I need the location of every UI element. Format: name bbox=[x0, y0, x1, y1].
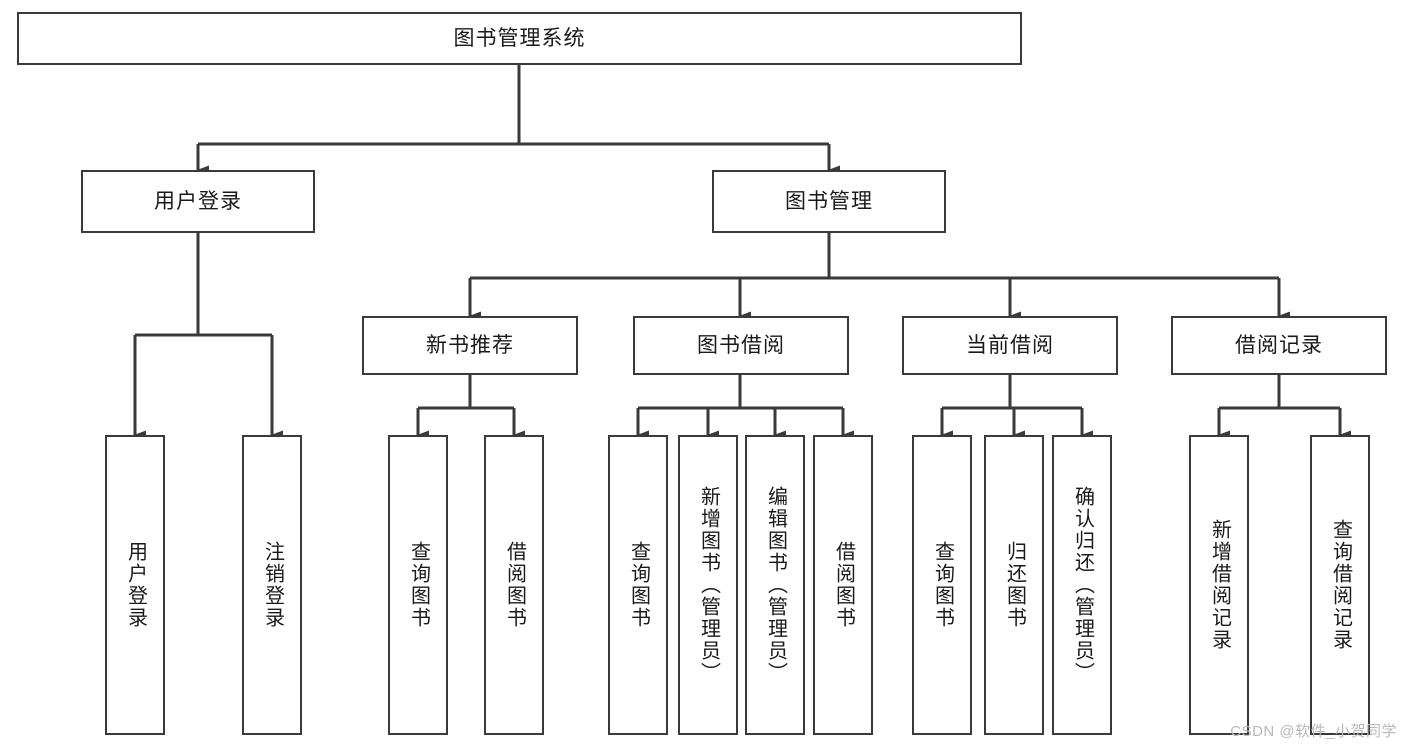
node-label: 新书推荐 bbox=[426, 333, 514, 357]
node-label: 查询借阅记录 bbox=[1329, 519, 1352, 651]
leaf-query-book-current[interactable]: 查询图书 bbox=[912, 435, 972, 735]
node-label: 归还图书 bbox=[1003, 541, 1026, 629]
leaf-query-book-rec[interactable]: 查询图书 bbox=[388, 435, 448, 735]
node-label: 借阅图书 bbox=[832, 541, 855, 629]
connector-group bbox=[133, 65, 1351, 440]
node-label: 查询图书 bbox=[627, 541, 650, 629]
node-label: 注销登录 bbox=[261, 541, 284, 629]
node-current-borrow[interactable]: 当前借阅 bbox=[902, 316, 1118, 375]
leaf-query-book-borrow[interactable]: 查询图书 bbox=[608, 435, 668, 735]
node-label: 借阅记录 bbox=[1235, 333, 1323, 357]
node-label: 用户登录 bbox=[154, 189, 242, 213]
leaf-logout-login[interactable]: 注销登录 bbox=[242, 435, 302, 735]
leaf-borrow-book-rec[interactable]: 借阅图书 bbox=[484, 435, 544, 735]
node-label: 查询图书 bbox=[407, 541, 430, 629]
node-label: 借阅图书 bbox=[503, 541, 526, 629]
node-label: 用户登录 bbox=[124, 541, 147, 629]
node-label: 当前借阅 bbox=[966, 333, 1054, 357]
leaf-add-borrow-record[interactable]: 新增借阅记录 bbox=[1189, 435, 1249, 735]
node-label: 新增借阅记录 bbox=[1208, 519, 1231, 651]
node-new-book-recommend[interactable]: 新书推荐 bbox=[362, 316, 578, 375]
node-label: 图书管理系统 bbox=[453, 26, 586, 50]
leaf-query-borrow-record[interactable]: 查询借阅记录 bbox=[1310, 435, 1370, 735]
leaf-add-book-admin[interactable]: 新增图书（管理员） bbox=[678, 435, 738, 735]
node-label: 图书借阅 bbox=[697, 333, 785, 357]
node-borrow-record[interactable]: 借阅记录 bbox=[1171, 316, 1387, 375]
node-root-system[interactable]: 图书管理系统 bbox=[17, 12, 1022, 65]
node-label: 图书管理 bbox=[785, 189, 873, 213]
leaf-confirm-return-admin[interactable]: 确认归还（管理员） bbox=[1052, 435, 1112, 735]
node-user-login[interactable]: 用户登录 bbox=[81, 170, 315, 233]
node-label: 编辑图书（管理员） bbox=[764, 486, 787, 684]
leaf-return-book[interactable]: 归还图书 bbox=[984, 435, 1044, 735]
node-label: 确认归还（管理员） bbox=[1071, 486, 1094, 684]
node-book-borrow[interactable]: 图书借阅 bbox=[633, 316, 849, 375]
node-label: 新增图书（管理员） bbox=[697, 486, 720, 684]
leaf-edit-book-admin[interactable]: 编辑图书（管理员） bbox=[745, 435, 805, 735]
node-label: 查询图书 bbox=[931, 541, 954, 629]
leaf-user-login[interactable]: 用户登录 bbox=[105, 435, 165, 735]
node-book-management[interactable]: 图书管理 bbox=[712, 170, 946, 233]
leaf-borrow-book[interactable]: 借阅图书 bbox=[813, 435, 873, 735]
